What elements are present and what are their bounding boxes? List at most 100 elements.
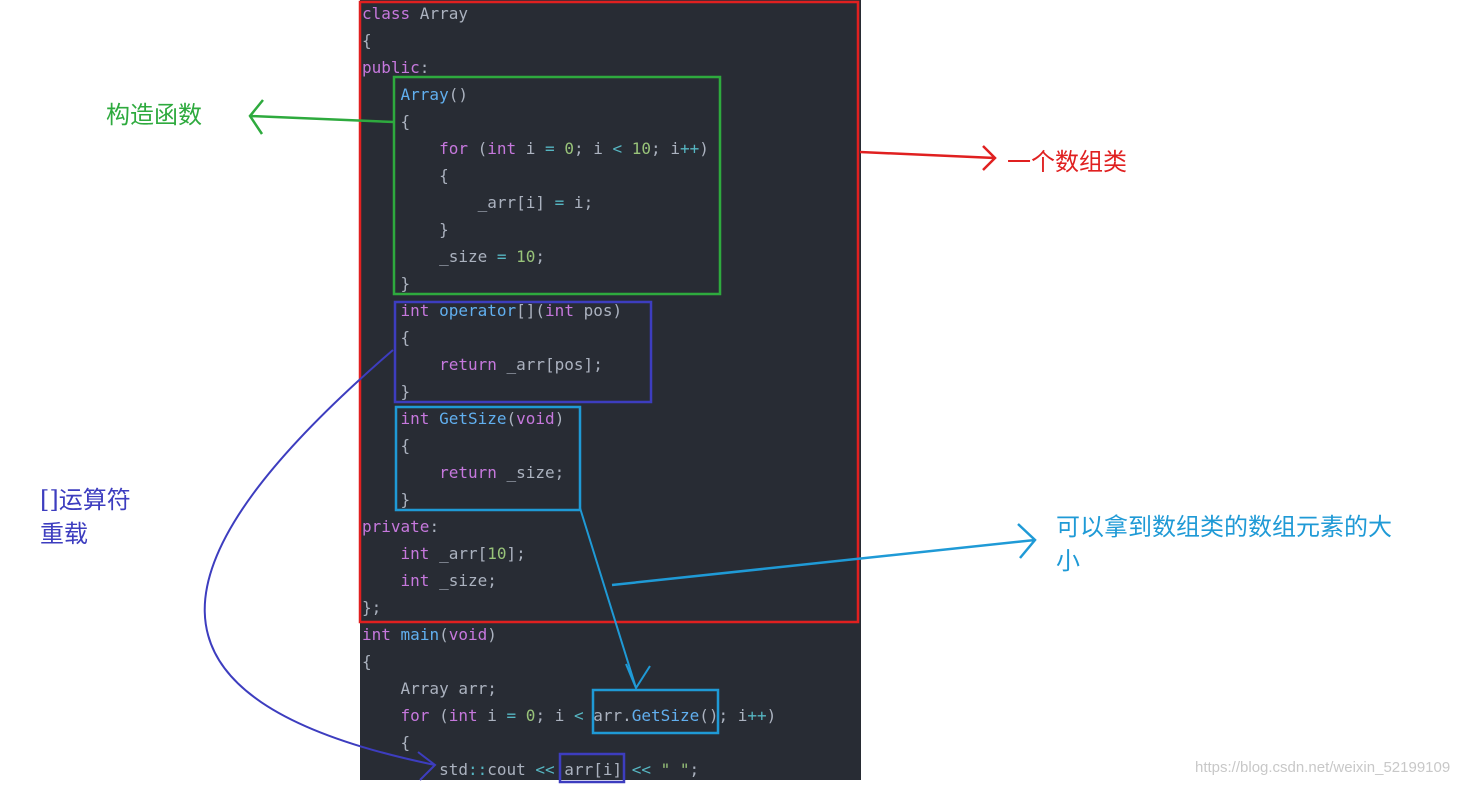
- code-token: int: [400, 409, 430, 428]
- watermark: https://blog.csdn.net/weixin_52199109: [1195, 759, 1451, 776]
- code-token: return: [439, 463, 497, 482]
- code-token: i: [516, 139, 546, 158]
- code-line: int _arr[10];: [362, 540, 526, 567]
- code-token: ; i: [651, 139, 680, 158]
- code-token: GetSize: [631, 706, 700, 725]
- code-token: (: [429, 706, 449, 725]
- code-token: ): [699, 139, 709, 158]
- code-line: {: [362, 648, 372, 675]
- code-token: 10: [516, 247, 536, 266]
- code-token: private: [362, 517, 430, 536]
- code-token: ;: [535, 247, 546, 266]
- code-token: }: [362, 490, 411, 509]
- code-token: {: [362, 733, 411, 752]
- code-line: {: [362, 729, 411, 756]
- code-token: 0: [525, 706, 536, 725]
- code-line: }: [362, 486, 411, 513]
- code-token: ): [554, 409, 565, 428]
- code-token: " ": [660, 760, 690, 779]
- code-token: {: [362, 436, 411, 455]
- code-token: (: [467, 139, 488, 158]
- code-token: cout: [487, 760, 536, 779]
- code-token: ; i: [535, 706, 574, 725]
- code-token: _size: [362, 247, 497, 266]
- code-token: {: [362, 328, 411, 347]
- code-token: 0: [564, 139, 574, 158]
- code-token: ::: [467, 760, 488, 779]
- code-line: Array arr;: [362, 675, 497, 702]
- code-token: operator: [439, 301, 517, 320]
- code-token: :: [419, 58, 430, 77]
- array-class-label: 一个数组类: [1007, 148, 1127, 176]
- code-token: _arr[pos];: [496, 355, 603, 374]
- code-token: int: [448, 706, 478, 725]
- code-token: ; i: [573, 139, 613, 158]
- code-line: Array(): [362, 81, 468, 108]
- code-line: return _arr[pos];: [362, 351, 603, 378]
- code-token: 10: [487, 544, 507, 563]
- code-token: <<: [631, 760, 651, 779]
- class-highlight-box: [358, 0, 860, 624]
- code-token: =: [506, 706, 517, 725]
- code-token: {: [362, 31, 372, 50]
- code-token: for: [400, 706, 430, 725]
- code-token: ): [766, 706, 777, 725]
- code-token: ): [487, 625, 497, 644]
- code-line: std::cout << arr[i] << " ";: [362, 756, 699, 783]
- code-token: }: [362, 382, 411, 401]
- get-size-label: 可以拿到数组类的数组元素的大 小: [1056, 513, 1392, 575]
- code-token: void: [448, 625, 488, 644]
- getsize-arrow-down: [579, 507, 651, 691]
- code-token: (: [439, 625, 449, 644]
- code-line: int _size;: [362, 567, 497, 594]
- code-token: public: [362, 58, 420, 77]
- code-token: };: [362, 598, 382, 617]
- code-line: public:: [362, 54, 429, 81]
- code-line: return _size;: [362, 459, 564, 486]
- code-token: ];: [506, 544, 526, 563]
- code-token: <: [573, 706, 584, 725]
- code-token: ++: [679, 139, 700, 158]
- code-token: 10: [631, 139, 652, 158]
- code-token: _arr[i]: [362, 193, 555, 212]
- code-line: private:: [362, 513, 439, 540]
- code-token: =: [496, 247, 507, 266]
- constructor-label: 构造函数: [106, 101, 202, 129]
- getsize-highlight-box: [394, 405, 582, 512]
- code-token: ;: [689, 760, 700, 779]
- code-line: {: [362, 162, 449, 189]
- code-token: ++: [747, 706, 767, 725]
- code-token: void: [516, 409, 555, 428]
- code-token: {: [362, 652, 372, 671]
- code-token: (); i: [699, 706, 748, 725]
- code-line: int operator[](int pos): [362, 297, 623, 324]
- code-token: std: [362, 760, 468, 779]
- code-token: arr.: [583, 706, 632, 725]
- code-line: int main(void): [362, 621, 497, 648]
- code-line: int GetSize(void): [362, 405, 565, 432]
- code-token: =: [545, 139, 555, 158]
- code-token: {: [362, 112, 411, 131]
- code-token: pos): [573, 301, 623, 320]
- code-token: int: [400, 544, 430, 563]
- operator-highlight-box: [393, 300, 653, 404]
- operator-arrow: [203, 349, 437, 781]
- code-token: int: [400, 301, 430, 320]
- code-token: [](: [516, 301, 546, 320]
- getsize-arrow-right: [611, 523, 1037, 587]
- code-token: }: [362, 274, 411, 293]
- code-token: int: [545, 301, 574, 320]
- code-token: <<: [535, 760, 555, 779]
- code-line: {: [362, 324, 411, 351]
- code-line: }: [362, 270, 411, 297]
- getsize-call-highlight-box: [591, 688, 720, 735]
- code-line: for (int i = 0; i < 10; i++): [362, 135, 709, 162]
- code-line: }: [362, 216, 449, 243]
- constructor-highlight-box: [392, 75, 722, 296]
- code-token: _arr[: [429, 544, 488, 563]
- code-token: class: [362, 4, 411, 23]
- code-token: i: [477, 706, 507, 725]
- code-token: Array arr;: [362, 679, 497, 698]
- code-token: int: [400, 571, 430, 590]
